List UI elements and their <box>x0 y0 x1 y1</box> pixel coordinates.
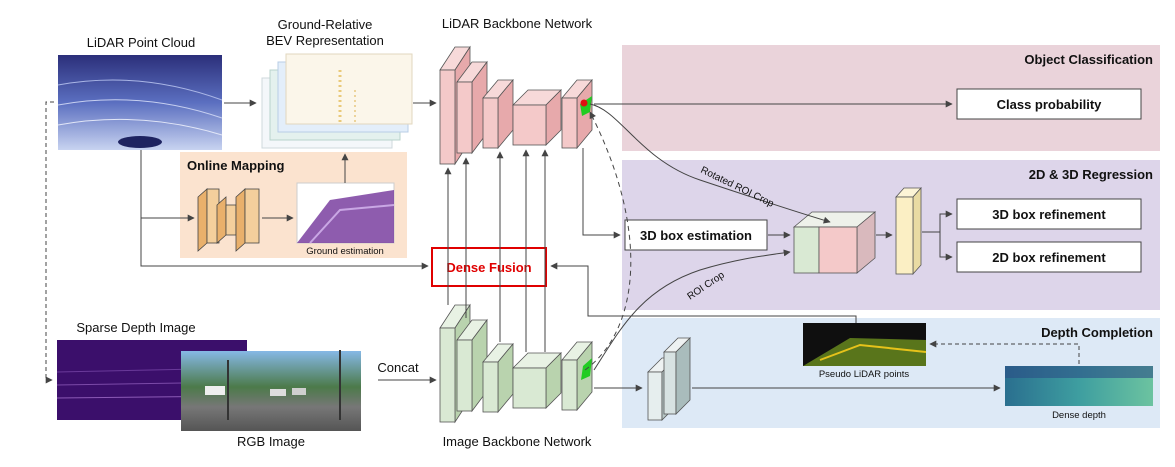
image-backbone-blocks <box>439 303 593 424</box>
bev-representation-image <box>261 53 413 149</box>
connector-arrows <box>45 99 1080 392</box>
box-refinement-3d-box <box>956 198 1142 230</box>
box-refinement-2d-label: 2D box refinement <box>992 250 1106 265</box>
rgb-image <box>181 350 361 431</box>
image-backbone-label: Image Backbone Network <box>443 434 592 449</box>
pseudo-lidar-image <box>803 323 927 366</box>
bev-label-line2: BEV Representation <box>266 33 384 48</box>
regression-title: 2D & 3D Regression <box>1029 167 1153 182</box>
class-probability-box <box>956 88 1142 120</box>
ground-estimation-image <box>296 182 395 244</box>
online-mapping-title: Online Mapping <box>187 158 285 173</box>
box-estimation-label: 3D box estimation <box>640 228 752 243</box>
rgb-image-label: RGB Image <box>237 434 305 449</box>
roi-fusion-block <box>792 211 877 274</box>
box-refinement-3d-label: 3D box refinement <box>992 207 1106 222</box>
lidar-backbone-blocks <box>439 45 593 166</box>
box-refinement-2d-box <box>956 241 1142 273</box>
bev-label-line1: Ground-Relative <box>278 17 373 32</box>
dense-fusion-label: Dense Fusion <box>446 260 531 275</box>
pseudo-lidar-label: Pseudo LiDAR points <box>819 369 910 380</box>
lidar-point-cloud-label: LiDAR Point Cloud <box>87 35 195 50</box>
concat-label: Concat <box>377 360 419 375</box>
lidar-backbone-label: LiDAR Backbone Network <box>442 16 593 31</box>
depth-completion-title: Depth Completion <box>1041 325 1153 340</box>
dense-fusion-box <box>431 247 547 287</box>
sparse-depth-label: Sparse Depth Image <box>76 320 195 335</box>
object-classification-title: Object Classification <box>1024 52 1153 67</box>
fc-layer-block <box>895 186 922 276</box>
depth-completion-blocks <box>647 337 691 421</box>
mapping-network-blocks <box>197 188 260 252</box>
dense-depth-image <box>1005 366 1153 406</box>
lidar-point-cloud-image <box>57 55 223 150</box>
class-probability-label: Class probability <box>997 97 1103 112</box>
ground-estimation-label: Ground estimation <box>306 246 384 257</box>
box-estimation-box <box>624 219 768 251</box>
dense-depth-label: Dense depth <box>1052 410 1106 421</box>
